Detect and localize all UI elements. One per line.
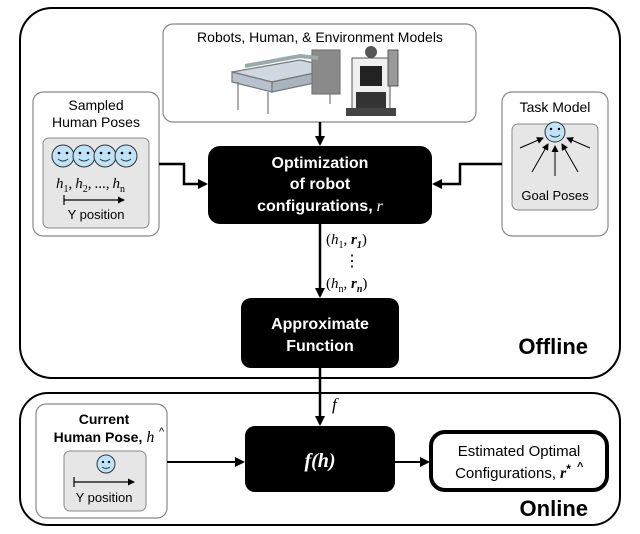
face-icon xyxy=(72,144,96,168)
face-icon xyxy=(114,144,138,168)
face-icon xyxy=(93,144,117,168)
sampled-title-line2: Human Poses xyxy=(52,114,140,130)
pair-last: (hn, rn) xyxy=(326,276,367,295)
fh-block xyxy=(245,426,395,492)
goal-poses-label: Goal Poses xyxy=(521,188,589,203)
approx-line1: Approximate xyxy=(271,316,369,333)
f-label: f xyxy=(332,395,339,414)
estimated-line2: Configurations,r* xyxy=(455,462,571,482)
sampled-axis-label: Y position xyxy=(68,207,125,222)
sampled-sequence: h1,h2,...,hn xyxy=(56,176,125,195)
sampled-title-line1: Sampled xyxy=(68,97,123,113)
estimated-box xyxy=(429,430,609,492)
goal-arrows xyxy=(519,137,591,176)
current-hat: ^ xyxy=(159,426,165,438)
optimization-line2: of robot xyxy=(290,176,351,193)
approx-function-block xyxy=(241,298,399,368)
offline-label: Offline xyxy=(518,334,588,359)
fh-label: f(h) xyxy=(304,450,335,472)
current-panel xyxy=(63,450,147,512)
robot-illustration xyxy=(346,46,399,116)
current-face-icon xyxy=(96,454,116,474)
current-line1: Current xyxy=(79,411,130,427)
models-title: Robots, Human, & Environment Models xyxy=(197,29,443,45)
optimization-line3: configurations,r xyxy=(257,198,384,215)
estimated-line1: Estimated Optimal xyxy=(458,443,581,460)
bed-illustration xyxy=(231,49,341,114)
pair-vdots: ⋮ xyxy=(344,253,360,270)
optimization-line1: Optimization xyxy=(272,155,369,172)
task-face-icon xyxy=(544,121,566,143)
face-icon xyxy=(51,144,75,168)
sampled-faces xyxy=(51,144,138,168)
current-axis-label: Y position xyxy=(76,490,133,505)
estimated-hat: ^ xyxy=(577,461,584,473)
optimization-block xyxy=(208,146,432,224)
online-label: Online xyxy=(520,496,588,521)
arrow-sampled-to-opt xyxy=(159,162,208,189)
arrow-task-to-opt xyxy=(432,162,502,189)
approx-line2: Function xyxy=(286,338,354,355)
task-model-title: Task Model xyxy=(520,99,591,115)
current-line2: Human Pose,h xyxy=(54,429,155,446)
pair-first: (h1, r1) xyxy=(326,232,367,251)
